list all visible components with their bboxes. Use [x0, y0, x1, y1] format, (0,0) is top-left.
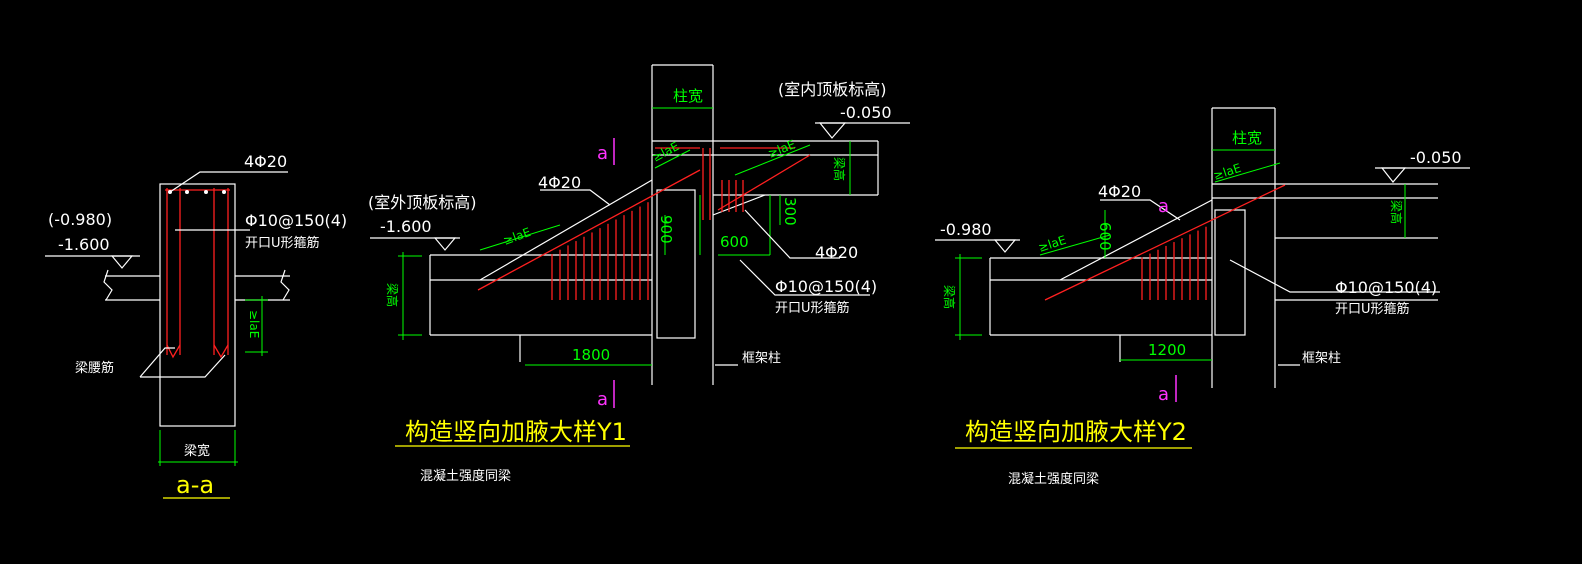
- y1-title: 构造竖向加腋大样Y1: [405, 418, 627, 446]
- y2-beam-h2: 梁高: [1389, 200, 1404, 224]
- section-stirrup-spec: Φ10@150(4): [245, 211, 347, 230]
- y1-note: 混凝土强度同梁: [420, 468, 511, 484]
- y1-sec-mark-top: a: [597, 143, 608, 164]
- y2-roof-elev: -0.050: [1410, 148, 1462, 167]
- y1-sec-mark-bot: a: [597, 389, 608, 410]
- y1-bar-leader: [540, 189, 611, 206]
- y1-stirrup-spec: Φ10@150(4): [775, 277, 877, 296]
- y1-dim-900: 900: [657, 215, 675, 244]
- y1-roof-elev-tri: [818, 122, 847, 139]
- y2-beam-h1: 梁高: [942, 285, 957, 309]
- y2-sec-mark-bot: a: [1158, 384, 1169, 405]
- section-stirrup-type: 开口U形箍筋: [245, 235, 320, 251]
- y2-note: 混凝土强度同梁: [1008, 471, 1099, 487]
- section-break-left: [103, 269, 113, 301]
- y1-anchor1: ≥laE: [501, 225, 532, 248]
- section-beam-outline: [159, 183, 236, 427]
- y2-left-elev-tri: [993, 239, 1017, 253]
- detail-y2: 柱宽 -0.050 -0.980 4Φ20 ≥laE ≥laE 梁高 梁高 60…: [935, 107, 1470, 487]
- section-break-right: [280, 269, 290, 301]
- y1-dim-1800: 1800: [572, 346, 610, 364]
- y2-frame-col: 框架柱: [1302, 351, 1341, 366]
- y1-bar-right-leader: [744, 209, 840, 259]
- y2-stirrup-spec: Φ10@150(4): [1335, 278, 1437, 297]
- y1-left-haunch: [479, 179, 653, 281]
- y2-dim-1200: 1200: [1148, 341, 1186, 359]
- y2-haunch: [1059, 199, 1213, 281]
- y1-stirrups: [551, 202, 649, 300]
- section-anchor: ≥laE: [247, 310, 261, 338]
- y1-rebar: [477, 147, 811, 291]
- y1-beam-h1: 梁高: [385, 283, 400, 307]
- y1-out-note: (室外顶板标高): [368, 193, 477, 212]
- y2-rebar: [1044, 184, 1286, 301]
- y1-stirrup-type: 开口U形箍筋: [775, 300, 850, 316]
- y1-anchor2: ≥laE: [650, 139, 682, 165]
- y1-column-core: [656, 189, 696, 339]
- section-bar-leader: [169, 171, 288, 193]
- y1-bar-left: 4Φ20: [538, 173, 581, 192]
- section-sidebar-leader1: [139, 347, 175, 378]
- y2-left-elev: -0.980: [940, 220, 992, 239]
- y1-bar-right: 4Φ20: [815, 243, 858, 262]
- y2-column-core: [1214, 209, 1246, 336]
- y2-stirrups: [1141, 226, 1207, 300]
- y2-anchor2: ≥laE: [1212, 161, 1243, 183]
- section-elev: -1.600: [58, 235, 110, 254]
- y1-stirrups-right: [721, 180, 744, 212]
- y1-stirrup-leader: [739, 259, 870, 296]
- y2-stirrup-type: 开口U形箍筋: [1335, 301, 1410, 317]
- section-bar-label: 4Φ20: [244, 152, 287, 171]
- y1-beam-h2: 梁高: [832, 157, 847, 181]
- y1-roof-elev: -0.050: [840, 103, 892, 122]
- y2-stirrup-leader: [1229, 259, 1440, 293]
- y1-frame-col: 框架柱: [742, 351, 781, 366]
- section-width-label: 梁宽: [184, 443, 210, 459]
- detail-y1: 柱宽 (室内顶板标高) -0.050 (室外顶板标高) -1.600 4Φ20 …: [368, 64, 910, 484]
- y1-out-elev: -1.600: [380, 217, 432, 236]
- section-sidebar-leader2: [140, 354, 226, 378]
- section-a-a: 4Φ20 (-0.980) -1.600 Φ10@150(4) 开口U形箍筋 ≥…: [45, 152, 347, 499]
- section-title: a-a: [176, 471, 214, 499]
- y1-col-width: 柱宽: [673, 87, 703, 105]
- y1-dim-300: 300: [781, 197, 799, 226]
- section-rebar: [165, 188, 230, 359]
- y1-roof-note: (室内顶板标高): [778, 80, 887, 99]
- y2-dim-600: 600: [1096, 222, 1114, 251]
- y2-bar-leader: [1100, 199, 1181, 221]
- section-elev-bracket: (-0.980): [48, 210, 112, 229]
- y2-roof-elev-tri: [1380, 167, 1407, 183]
- y2-bar-label: 4Φ20: [1098, 182, 1141, 201]
- section-elev-triangle: [110, 255, 134, 269]
- y2-col-width: 柱宽: [1232, 129, 1262, 147]
- y2-title: 构造竖向加腋大样Y2: [965, 418, 1187, 446]
- y1-dim-600: 600: [720, 233, 749, 251]
- y2-sec-mark-top: a: [1158, 196, 1169, 217]
- y1-out-elev-tri: [433, 237, 457, 251]
- section-side-bar: 梁腰筋: [75, 360, 114, 376]
